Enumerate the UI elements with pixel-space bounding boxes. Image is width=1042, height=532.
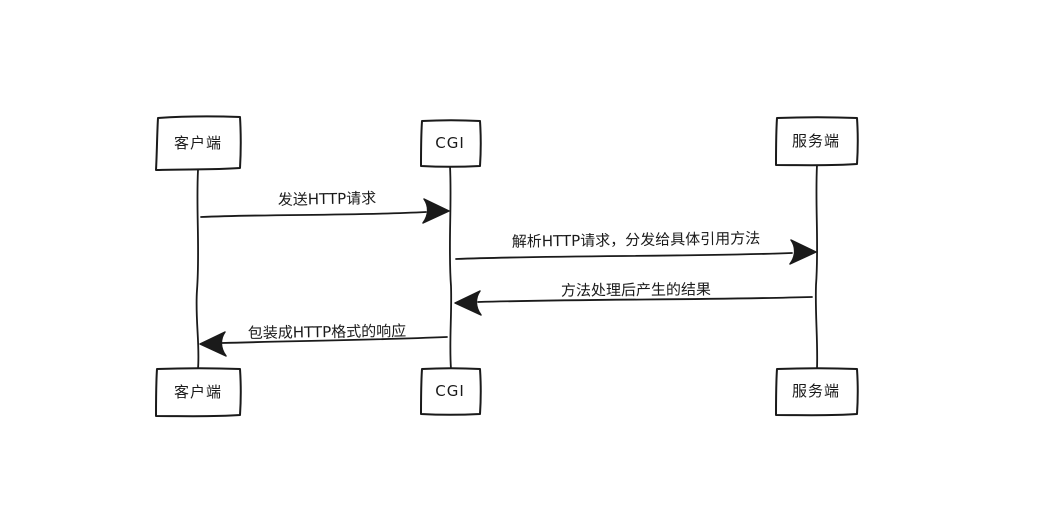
actor-box-server-top [775, 116, 859, 167]
message-arrow-3-line [477, 296, 813, 303]
actor-label-client-bottom: 客户端 [173, 383, 223, 401]
message-arrow-2-line [455, 252, 793, 260]
actor-label-client-top: 客户端 [173, 134, 223, 152]
actor-box-cgi-bottom [420, 367, 482, 416]
actor-label-cgi-bottom: CGI [435, 382, 465, 400]
lifeline-client [195, 169, 200, 370]
message-label-wrap-http-response: 包装成HTTP格式的响应 [247, 321, 407, 343]
message-arrow-4-head [199, 331, 227, 357]
message-label-send-http-request: 发送HTTP请求 [277, 189, 377, 209]
message-label-method-result: 方法处理后产生的结果 [560, 280, 712, 300]
actor-box-client-bottom [155, 367, 242, 418]
message-arrow-3-head [454, 290, 482, 316]
message-arrow-4-line [221, 336, 448, 344]
message-arrow-1-head [422, 198, 450, 224]
actor-box-cgi-top [420, 119, 482, 168]
actor-label-server-top: 服务端 [791, 132, 841, 150]
lifeline-server [814, 164, 819, 370]
actor-box-client-top [155, 115, 242, 171]
message-label-parse-http-request: 解析HTTP请求，分发给具体引用方法 [511, 229, 761, 251]
message-arrow-2-head [789, 239, 817, 265]
lifeline-cgi [448, 165, 453, 370]
message-arrow-1-line [200, 211, 427, 218]
actor-label-cgi-top: CGI [435, 134, 465, 152]
actor-box-server-bottom [775, 367, 859, 417]
actor-label-server-bottom: 服务端 [791, 382, 841, 400]
